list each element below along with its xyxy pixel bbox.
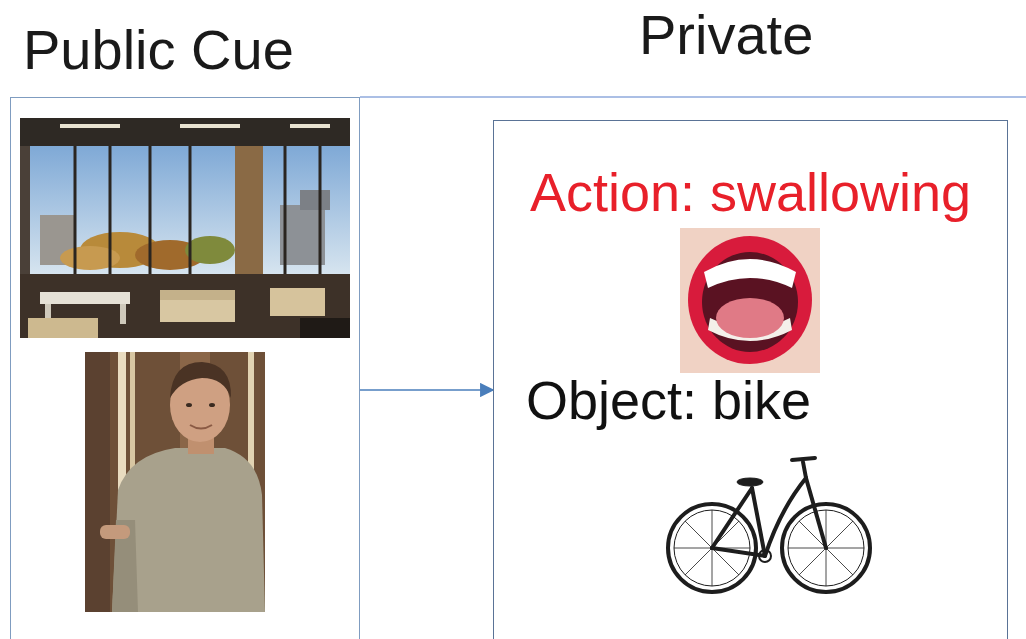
panel-heading: Public Cue [23,19,294,81]
mouth-photo [680,228,820,373]
public-cue-panel: Public Cue [10,97,360,639]
room-photo [20,118,350,338]
person-photo [85,352,265,612]
bike-drawing [668,458,870,592]
action-label: Action: swallowing [494,163,1007,222]
object-label: Object: bike [526,371,811,430]
frame-line [360,96,1026,98]
panel-heading: Private [639,4,813,66]
private-panel: PrivateAction: swallowingObject: bike [493,120,1008,639]
flow-arrow [360,389,493,391]
